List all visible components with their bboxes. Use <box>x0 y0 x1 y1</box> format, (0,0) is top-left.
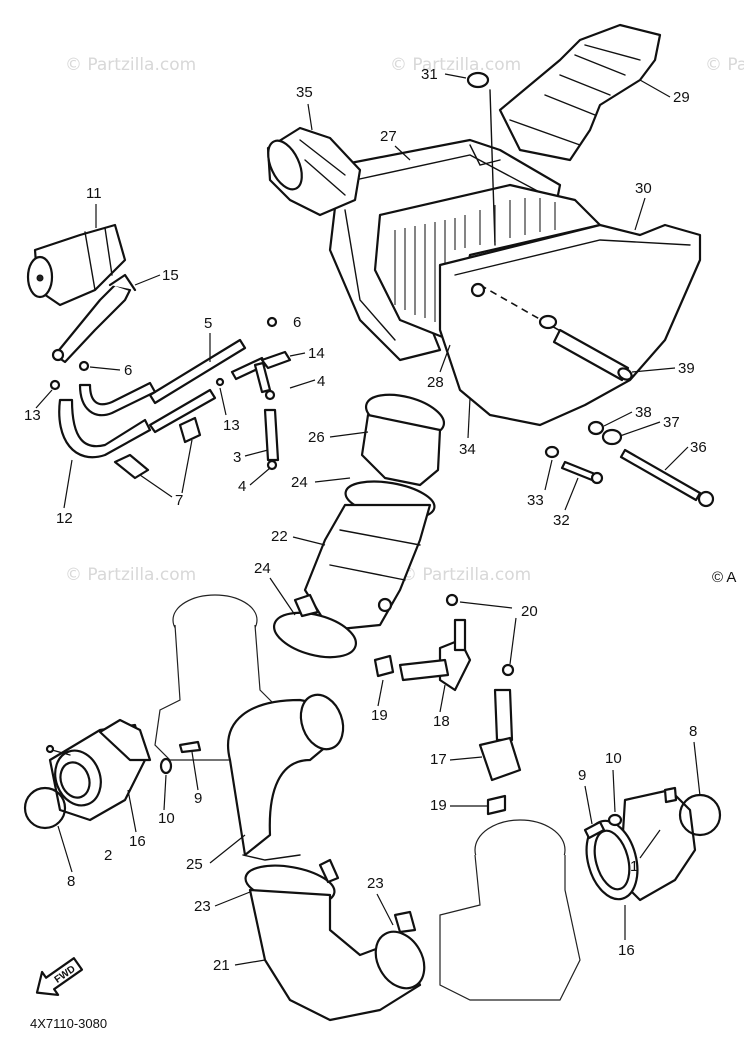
forward-arrow: FWD <box>35 957 84 997</box>
carburetor-outline-right <box>439 819 581 1001</box>
carburetor-joint-left <box>23 718 152 830</box>
callout-4: 4 <box>317 373 325 390</box>
callout-27: 27 <box>380 128 397 145</box>
callout-10b: 10 <box>605 750 622 767</box>
callout-7: 7 <box>175 492 183 509</box>
callout-16: 16 <box>129 833 146 850</box>
callout-33: 33 <box>527 492 544 509</box>
breather-assembly <box>26 223 292 480</box>
carburetor-joint-right <box>583 786 722 902</box>
drawing-code: 4X7110-3080 <box>30 1016 107 1031</box>
intake-duct <box>266 126 362 217</box>
callout-17: 17 <box>430 751 447 768</box>
callout-24b: 24 <box>254 560 271 577</box>
callout-19b: 19 <box>430 797 447 814</box>
watermark: © Partzilla.com <box>705 55 744 75</box>
callout-37: 37 <box>663 414 680 431</box>
air-cleaner-cover <box>438 223 702 427</box>
callout-23b: 23 <box>367 875 384 892</box>
callout-1: 1 <box>630 858 638 875</box>
callout-19: 19 <box>371 707 388 724</box>
watermark: © Partzilla.com <box>390 55 521 75</box>
callout-23: 23 <box>194 898 211 915</box>
callout-9b: 9 <box>578 767 586 784</box>
callout-13: 13 <box>24 407 41 424</box>
callout-6: 6 <box>293 314 301 331</box>
callout-11: 11 <box>86 185 102 202</box>
callout-2: 2 <box>104 847 112 864</box>
callout-39: 39 <box>678 360 695 377</box>
watermark: © Partzilla.com <box>65 55 196 75</box>
callout-13b: 13 <box>223 417 240 434</box>
callout-25: 25 <box>186 856 203 873</box>
callout-18: 18 <box>433 713 450 730</box>
intake-joint-upper <box>273 393 446 659</box>
callout-38: 38 <box>635 404 652 421</box>
intake-snorkel <box>498 23 662 162</box>
callout-12: 12 <box>56 510 73 527</box>
callout-35: 35 <box>296 84 313 101</box>
callout-32: 32 <box>553 512 570 529</box>
callout-9: 9 <box>194 790 202 807</box>
callout-29: 29 <box>673 89 690 106</box>
watermark: © Partzilla.com <box>65 565 196 585</box>
callout-22: 22 <box>271 528 288 545</box>
callout-36: 36 <box>690 439 707 456</box>
callout-20: 20 <box>521 603 538 620</box>
callout-16b: 16 <box>618 942 635 959</box>
watermark-layer: © Partzilla.com © Partzilla.com © Partzi… <box>65 55 744 585</box>
callout-26: 26 <box>308 429 325 446</box>
callout-31: 31 <box>421 66 438 83</box>
callout-10: 10 <box>158 810 175 827</box>
bolt-washer-left <box>159 740 202 775</box>
callout-4b: 4 <box>238 478 246 495</box>
intake-hose-21 <box>244 858 426 1022</box>
callout-8: 8 <box>67 873 75 890</box>
callout-34: 34 <box>459 441 476 458</box>
callout-14: 14 <box>308 345 325 362</box>
callout-8b: 8 <box>689 723 697 740</box>
grommet <box>466 71 490 89</box>
callout-21: 21 <box>213 957 230 974</box>
callout-28: 28 <box>427 374 444 391</box>
edge-watermark: © A <box>712 569 736 586</box>
callout-labels: 1 2 3 4 4 5 6 6 7 8 8 9 9 10 10 11 12 13… <box>24 66 707 974</box>
callout-5: 5 <box>204 315 212 332</box>
fuel-joint-assembly <box>373 593 522 816</box>
intake-hose-25 <box>227 693 345 861</box>
callout-15: 15 <box>162 267 179 284</box>
callout-6b: 6 <box>124 362 132 379</box>
watermark: © Partzilla.com <box>400 565 531 585</box>
fasteners <box>544 420 715 508</box>
screw-line <box>489 89 496 246</box>
callout-3: 3 <box>233 449 241 466</box>
callout-24: 24 <box>291 474 308 491</box>
callout-30: 30 <box>635 180 652 197</box>
pin <box>552 328 633 382</box>
